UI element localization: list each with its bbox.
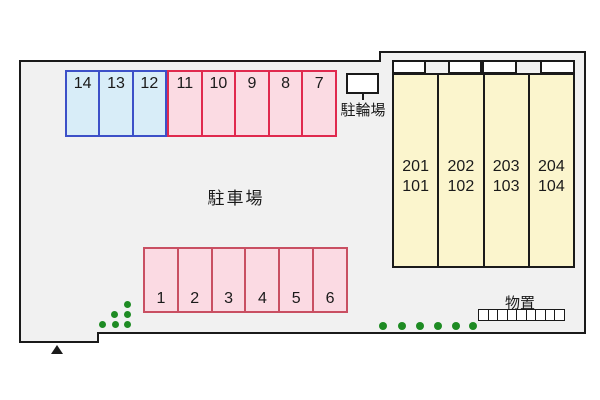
parking-row-bottom: 1 2 3 4 5 6	[143, 247, 348, 313]
unit-upper-label: 201	[402, 158, 429, 175]
parking-space-1: 1	[145, 249, 177, 311]
porch-unit-2	[448, 60, 482, 74]
bicycle-parking-connector	[362, 94, 364, 100]
parking-space-7: 7	[301, 72, 335, 135]
parking-row-top-pink: 11 10 9 8 7	[167, 70, 337, 137]
parking-space-9: 9	[234, 72, 268, 135]
building: 201 101 202 102 203 103 204 104	[392, 60, 575, 268]
unit-lower-label: 104	[538, 178, 565, 195]
tree-dot-icon	[124, 301, 131, 308]
storage-compartment	[554, 309, 565, 321]
tree-dot-icon	[124, 321, 131, 328]
unit-201-101: 201 101	[394, 75, 437, 266]
tree-dot-icon	[99, 321, 106, 328]
parking-space-2: 2	[176, 249, 211, 311]
tree-dot-icon	[434, 322, 442, 330]
tree-dot-icon	[452, 322, 460, 330]
unit-upper-label: 203	[492, 158, 520, 175]
tree-dot-icon	[124, 311, 131, 318]
parking-lot-label: 駐車場	[207, 189, 265, 208]
tree-dot-icon	[112, 321, 119, 328]
bicycle-parking-label: 駐輪場	[340, 102, 386, 119]
entrance-marker-icon	[51, 345, 63, 354]
unit-lower-label: 102	[447, 178, 475, 195]
unit-204-104: 204 104	[527, 75, 573, 266]
storage-label: 物置	[504, 295, 535, 312]
tree-dot-icon	[469, 322, 477, 330]
porch-unit-1	[392, 60, 426, 74]
parking-space-12: 12	[131, 72, 165, 135]
unit-lower-label: 101	[402, 178, 429, 195]
building-units: 201 101 202 102 203 103 204 104	[392, 73, 575, 268]
tree-dot-icon	[398, 322, 406, 330]
parking-row-top-blue: 14 13 12	[65, 70, 167, 137]
porch-unit-3	[482, 60, 517, 74]
parking-space-5: 5	[278, 249, 313, 311]
unit-202-102: 202 102	[437, 75, 482, 266]
parking-space-3: 3	[210, 249, 245, 311]
porch-unit-4	[540, 60, 575, 74]
unit-upper-label: 202	[447, 158, 475, 175]
parking-space-14: 14	[67, 72, 99, 135]
unit-lower-label: 103	[492, 178, 520, 195]
parking-space-4: 4	[244, 249, 279, 311]
parking-space-10: 10	[200, 72, 235, 135]
storage-compartments	[478, 309, 565, 321]
tree-dot-icon	[379, 322, 387, 330]
tree-dot-icon	[416, 322, 424, 330]
bicycle-parking-box	[346, 73, 379, 94]
parking-space-8: 8	[267, 72, 302, 135]
tree-dot-icon	[111, 311, 118, 318]
parking-space-6: 6	[312, 249, 346, 311]
unit-upper-label: 204	[538, 158, 565, 175]
unit-203-103: 203 103	[482, 75, 528, 266]
parking-space-11: 11	[169, 72, 201, 135]
parking-space-13: 13	[98, 72, 132, 135]
